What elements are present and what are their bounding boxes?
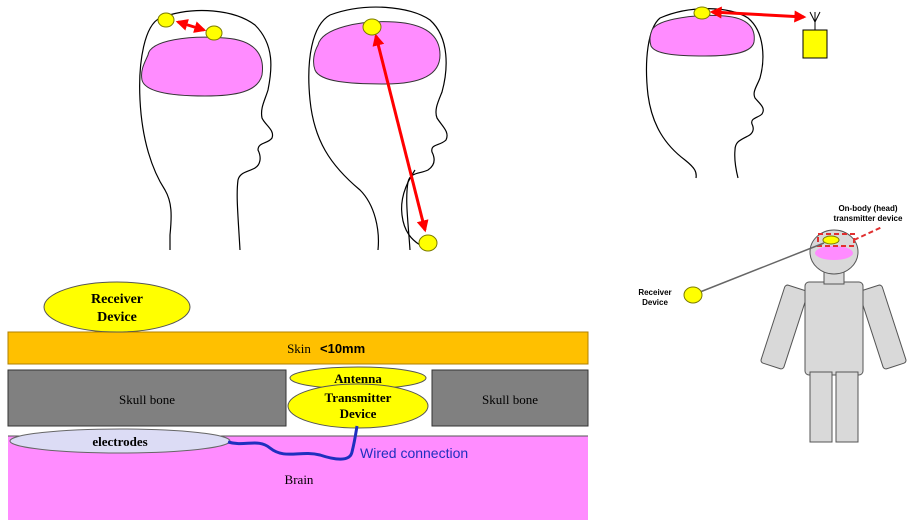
wired-connection-label: Wired connection <box>360 445 468 461</box>
body-brain <box>815 246 853 260</box>
cross-section: Receiver Device Skin <10mm Skull bone Sk… <box>8 282 588 520</box>
head-2-external-node <box>419 235 437 251</box>
transmitter-label-line1: Transmitter <box>325 390 392 405</box>
head-1-external-node <box>158 13 174 27</box>
body-left-arm <box>760 284 808 369</box>
head-2-body-fragment <box>402 170 420 245</box>
body-figure: Receiver Device On-body (head) transmitt… <box>638 204 906 442</box>
transmitter-callout-line <box>854 227 882 240</box>
electrodes-label: electrodes <box>92 434 147 449</box>
body-head-transmitter-node <box>823 236 839 244</box>
body-left-leg <box>810 372 832 442</box>
receiver-label-line2: Device <box>97 310 137 325</box>
head-diagram-2 <box>309 7 447 251</box>
onbody-label-line2: transmitter device <box>834 214 903 223</box>
body-receiver-node <box>684 287 702 303</box>
body-torso <box>805 282 863 375</box>
head-diagram-1 <box>140 11 273 250</box>
brain-label: Brain <box>285 472 314 487</box>
body-right-leg <box>836 372 858 442</box>
head-diagram-3 <box>647 7 828 178</box>
skull-left-label: Skull bone <box>119 392 175 407</box>
antenna-icon <box>810 12 820 30</box>
body-receiver-label-line1: Receiver <box>638 288 671 297</box>
head-3-brain <box>650 16 754 56</box>
skull-right-label: Skull bone <box>482 392 538 407</box>
external-device-box <box>803 30 827 58</box>
head-2-implant-node <box>363 19 381 35</box>
receiver-label-line1: Receiver <box>91 292 143 307</box>
skin-thickness-label: <10mm <box>320 341 365 356</box>
head-3-implant-node <box>694 7 710 19</box>
skin-label: Skin <box>287 341 311 356</box>
transmitter-label-line2: Device <box>340 406 377 421</box>
antenna-label: Antenna <box>334 371 382 386</box>
head-1-implant-node <box>206 26 222 40</box>
onbody-label-line1: On-body (head) <box>838 204 897 213</box>
head-1-arrow <box>178 22 204 30</box>
head-1-brain <box>142 37 263 96</box>
body-right-arm <box>859 284 907 369</box>
body-receiver-label-line2: Device <box>642 298 668 307</box>
